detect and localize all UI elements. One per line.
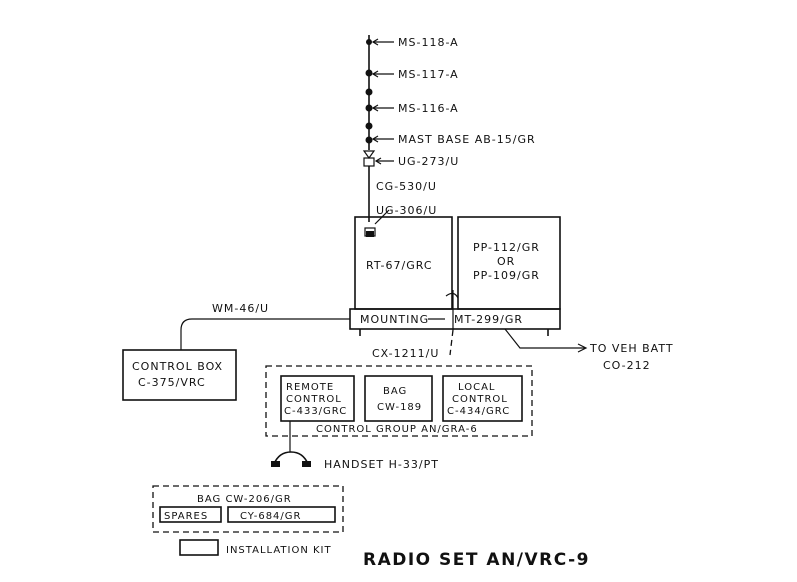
local-control-box [442, 375, 523, 422]
mast-section-joint [365, 122, 373, 130]
bag-cw189-box [364, 375, 433, 422]
label-handset: HANDSET H-33/PT [324, 458, 439, 471]
legend: INSTALLATION KIT [179, 539, 332, 556]
mast-section-joint [365, 69, 373, 77]
mounting-unit: MOUNTING MT-299/GR [349, 308, 561, 336]
battery-cable: TO VEH BATT CO-212 [504, 328, 674, 372]
spares-box [159, 506, 222, 523]
label-cw189: CW-189 [377, 402, 422, 413]
label-ms116: MS-116-A [398, 102, 459, 115]
receiver-transmitter-unit: UG-306/U RT-67/GRC [354, 204, 453, 310]
label-pp109: PP-109/GR [473, 269, 540, 282]
label-ug273: UG-273/U [398, 155, 459, 168]
mast-section-joint [366, 39, 372, 45]
label-local-control: CONTROL [452, 394, 508, 405]
label-c434: C-434/GRC [447, 406, 510, 417]
remote-control-box [280, 375, 355, 422]
mast-section-joint [365, 104, 373, 112]
label-mounting: MOUNTING [360, 313, 429, 326]
control-box: CONTROL BOX C-375/VRC [122, 349, 237, 401]
label-control-group: CONTROL GROUP AN/GRA-6 [316, 424, 478, 435]
label-ug306: UG-306/U [376, 204, 437, 217]
label-spares: SPARES [164, 511, 208, 522]
label-cy684: CY-684/GR [240, 511, 302, 522]
mast-section-joint [365, 136, 373, 144]
cy684-box [227, 506, 336, 523]
handset: HANDSET H-33/PT [271, 421, 439, 471]
label-c375: C-375/VRC [138, 376, 206, 389]
label-ms117: MS-117-A [398, 68, 459, 81]
label-c433: C-433/GRC [284, 406, 347, 417]
label-co212: CO-212 [603, 359, 651, 372]
label-remote: REMOTE [286, 382, 334, 393]
handset-mouthpiece-icon [302, 461, 311, 467]
handset-earpiece-icon [271, 461, 280, 467]
cable-cx1211: CX-1211/U [372, 290, 459, 360]
label-pp-or: OR [497, 255, 515, 268]
label-mt299: MT-299/GR [454, 313, 523, 326]
label-rt: RT-67/GRC [366, 259, 433, 272]
label-ms118: MS-118-A [398, 36, 459, 49]
label-control-box: CONTROL BOX [132, 360, 223, 373]
label-bag-cw206: BAG CW-206/GR [197, 494, 292, 505]
mast-section-joint [365, 88, 373, 96]
label-local: LOCAL [458, 382, 495, 393]
control-group: REMOTE CONTROL C-433/GRC BAG CW-189 LOCA… [265, 365, 533, 437]
label-remote-control: CONTROL [286, 394, 342, 405]
adapter-symbol [362, 150, 376, 160]
legend-swatch [179, 539, 219, 556]
diagram-title: RADIO SET AN/VRC-9 [363, 550, 590, 570]
power-supply-unit: PP-112/GR OR PP-109/GR [457, 216, 561, 310]
antenna-mast: MS-118-A MS-117-A MS-116-A MAST BASE AB-… [362, 35, 536, 222]
cable-wm46: WM-46/U [180, 302, 350, 350]
label-to-veh-batt: TO VEH BATT [589, 342, 674, 355]
handset-icon [273, 451, 309, 465]
label-wm46: WM-46/U [212, 302, 269, 315]
connector-symbol [363, 157, 375, 167]
bag-kit: BAG CW-206/GR SPARES CY-684/GR [152, 485, 344, 533]
label-pp112: PP-112/GR [473, 241, 540, 254]
antenna-connector-body [366, 231, 374, 237]
label-cg530: CG-530/U [376, 180, 437, 193]
label-bag: BAG [383, 386, 407, 397]
label-mast-base: MAST BASE AB-15/GR [398, 133, 536, 146]
label-cx1211: CX-1211/U [372, 347, 439, 360]
label-pointers [371, 38, 394, 165]
legend-label: INSTALLATION KIT [226, 545, 332, 556]
